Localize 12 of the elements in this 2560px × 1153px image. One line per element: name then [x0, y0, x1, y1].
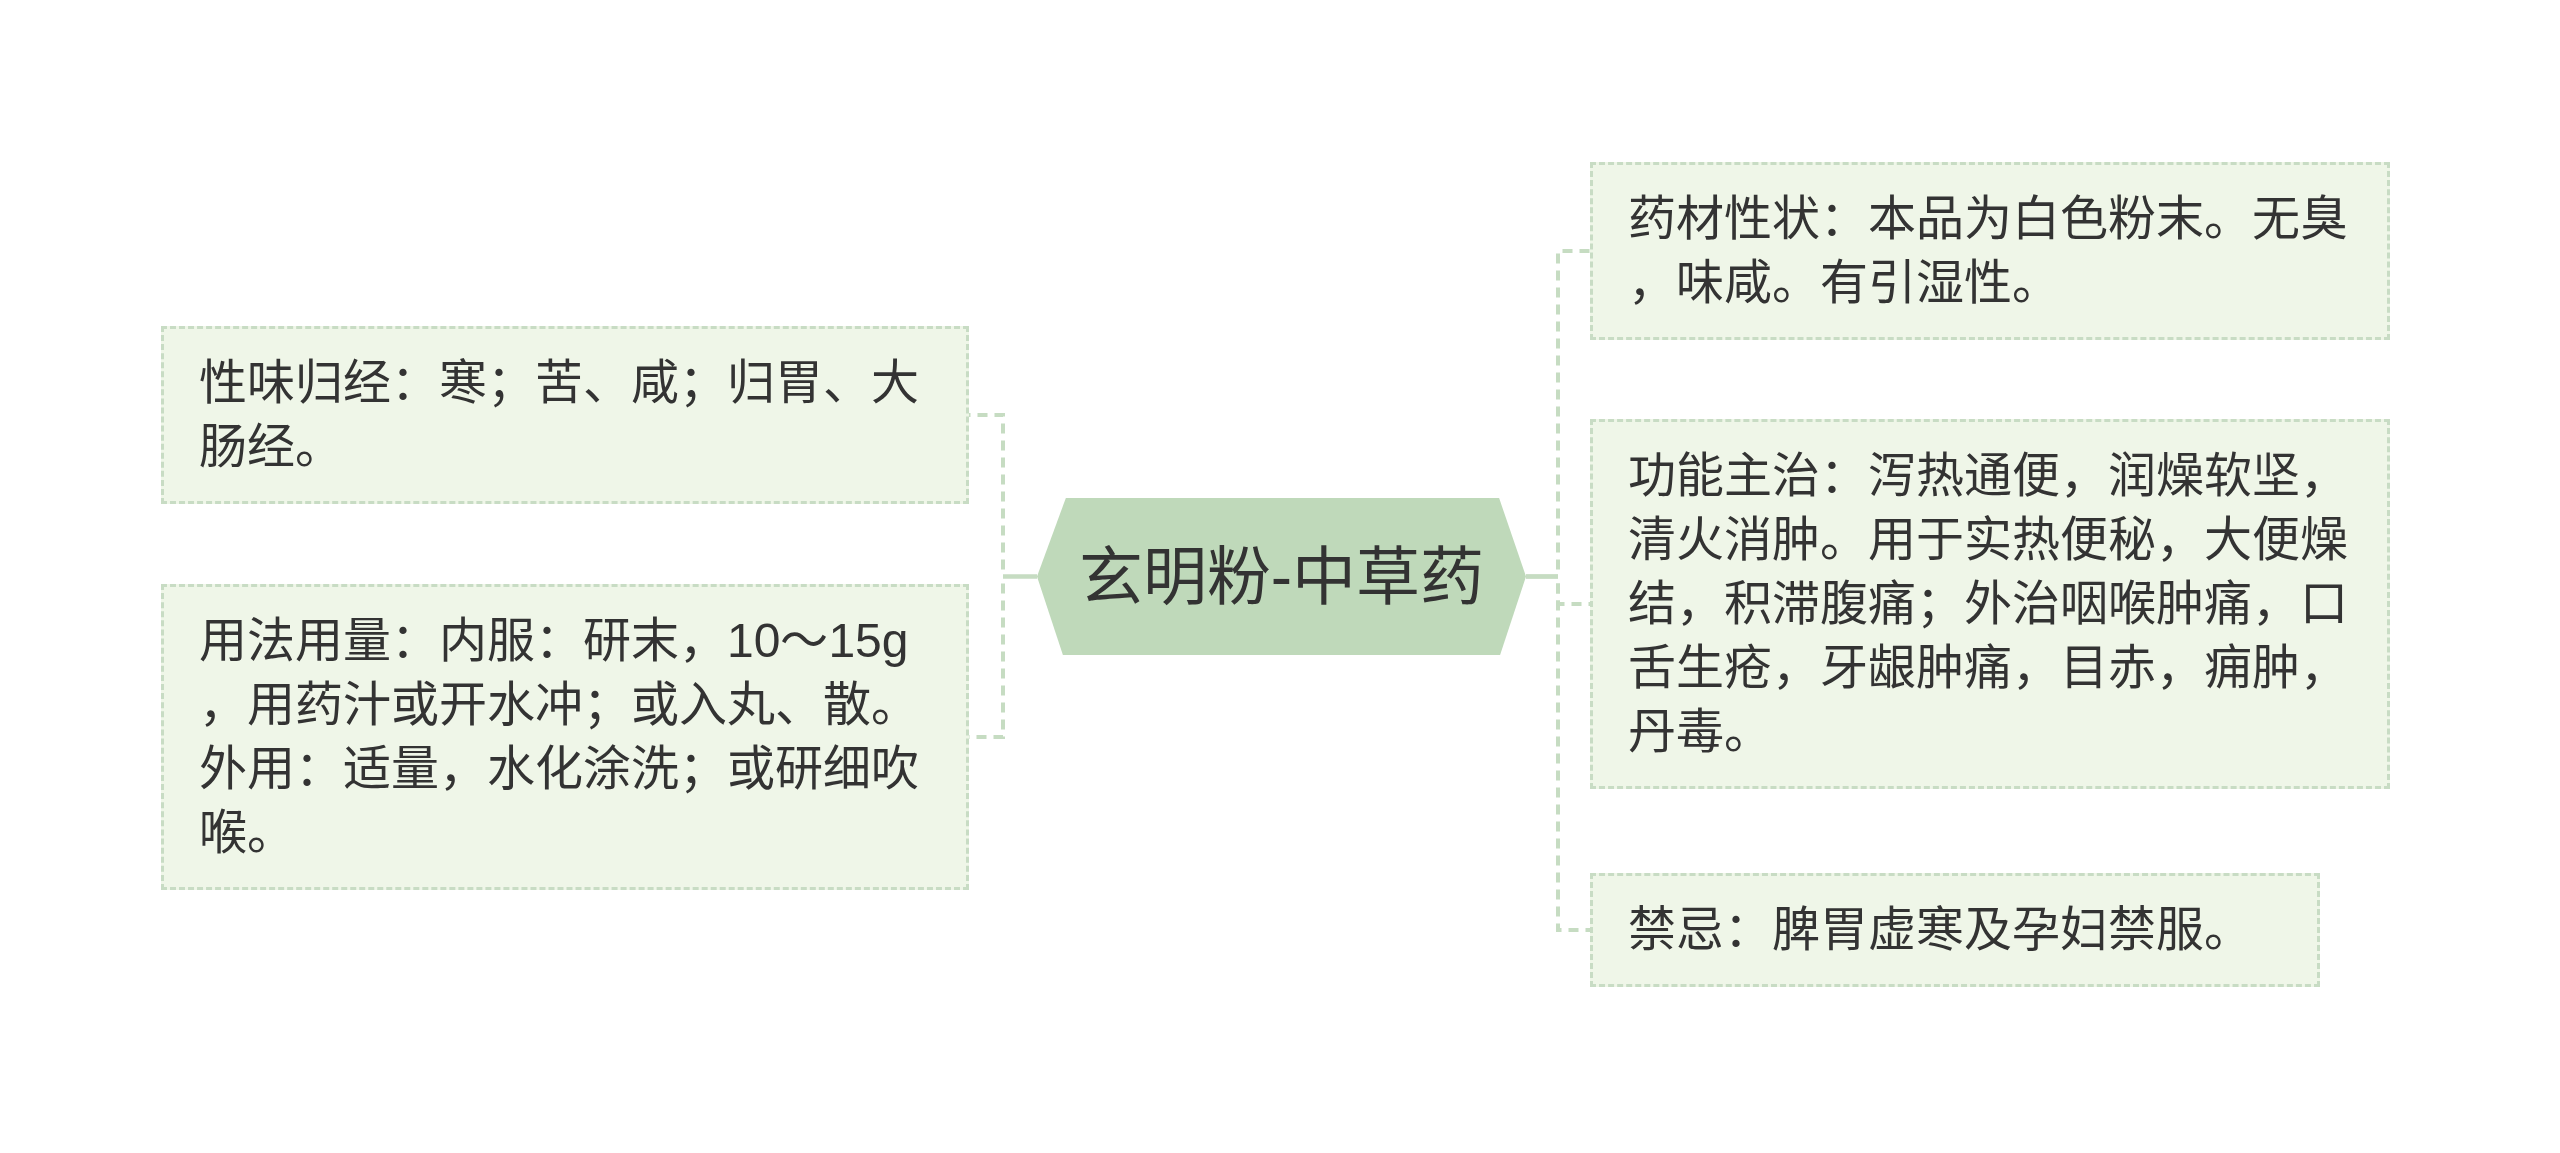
topic-text: 药材性状：本品为白色粉末。无臭，味咸。有引湿性。: [1628, 191, 2349, 311]
topic-text: 性味归经：寒；苦、咸；归胃、大肠经。: [199, 355, 920, 475]
topic-text: 禁忌：脾胃虚寒及孕妇禁服。: [1628, 902, 2253, 958]
central-topic-text: 玄明粉-中草药: [1078, 539, 1485, 615]
topic-box: [161, 326, 969, 504]
topic-box: [1590, 873, 2320, 987]
connector-line: [1526, 574, 1590, 932]
topic-box: [1590, 162, 2390, 340]
topic-box: [1590, 419, 2390, 789]
topic-box: [161, 584, 969, 890]
topic-text: 用法用量：内服：研末，10～15g，用药汁或开水冲；或入丸、散。外用：适量，水化涂洗；或研细吹喉。: [199, 613, 920, 861]
topic-text: 功能主治：泻热通便，润燥软坚，清火消肿。用于实热便秘，大便燥结，积滞腹痛；外治咽喉肿痛，口舌生疮，牙龈肿痛，目赤，痈肿，丹毒。: [1628, 448, 2349, 760]
